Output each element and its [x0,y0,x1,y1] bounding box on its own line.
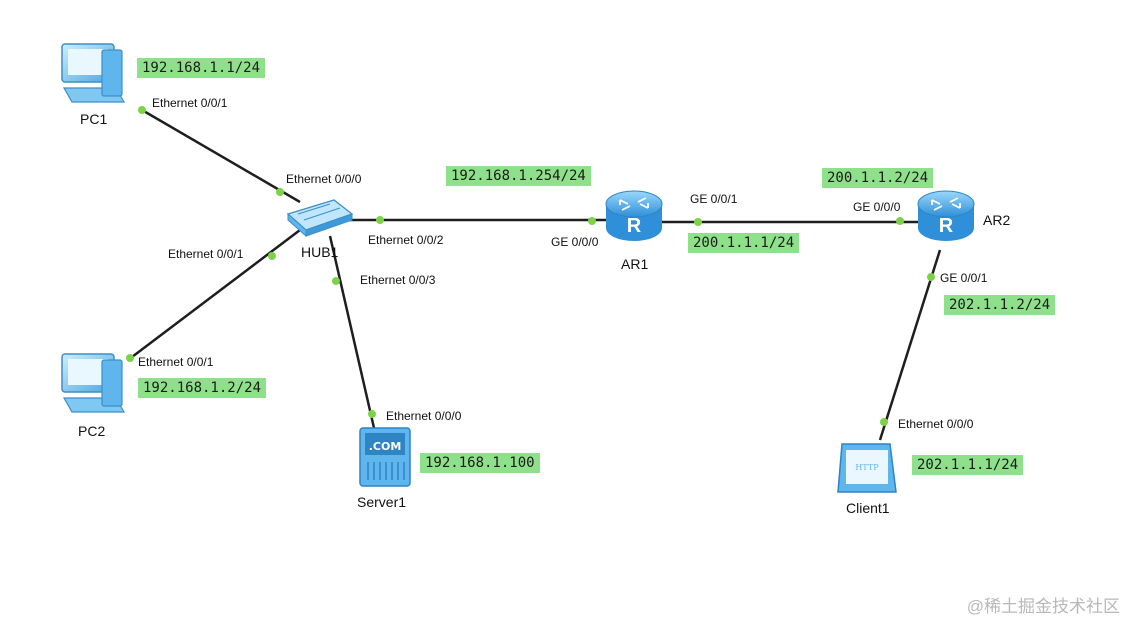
ar1-name-label: AR1 [621,256,649,272]
ar2-port-g000-label: GE 0/0/0 [853,200,901,214]
server1-port-label: Ethernet 0/0/0 [386,409,462,423]
hub1-port-e002-label: Ethernet 0/0/2 [368,233,444,247]
ar1-port-g000-label: GE 0/0/0 [551,235,599,249]
server-screen-text: .COM [369,440,402,453]
link-pc2-hub1[interactable] [127,229,301,361]
ar2-g001-ip-label: 202.1.1.2/24 [944,295,1056,315]
server1-ip-label: 192.168.1.100 [420,453,540,473]
client-screen-text: HTTP [855,463,879,472]
client-icon[interactable]: HTTP [837,443,897,493]
client1-name-label: Client1 [846,500,890,516]
port-dot-pc1 [138,106,146,114]
port-dot-pc2 [126,354,134,362]
port-dot-client1 [880,418,888,426]
port-dot-hub1-e003 [332,277,340,285]
link-pc1-hub1[interactable] [141,108,301,204]
hub1-port-e000-label: Ethernet 0/0/0 [286,172,362,186]
ar2-router-icon[interactable]: R [917,190,975,241]
port-dot-ar1-g001 [694,218,702,226]
ar1-port-g001-label: GE 0/0/1 [690,192,738,206]
ar2-port-g001-label: GE 0/0/1 [940,271,988,285]
watermark: @稀土掘金技术社区 [966,597,1120,616]
port-dot-hub1-e000 [276,188,284,196]
port-dot-server1 [368,410,376,418]
pc2-ip-label: 192.168.1.2/24 [138,378,267,398]
server-icon[interactable]: .COM [359,427,411,487]
hub1-port-e003-label: Ethernet 0/0/3 [360,273,436,287]
pc1-icon[interactable] [61,43,126,103]
hub1-port-e001-label: Ethernet 0/0/1 [168,247,244,261]
client1-ip-label: 202.1.1.1/24 [912,455,1024,475]
pc2-port-label: Ethernet 0/0/1 [138,355,214,369]
link-ar2-client1[interactable] [878,249,942,441]
svg-text:R: R [939,215,954,237]
pc1-port-label: Ethernet 0/0/1 [152,96,228,110]
ar1-g000-ip-label: 192.168.1.254/24 [446,166,591,186]
svg-text:R: R [627,215,642,237]
server1-name-label: Server1 [357,494,407,510]
ar1-router-icon[interactable]: R [605,190,663,241]
port-dot-hub1-e002 [376,216,384,224]
pc2-icon[interactable] [61,353,126,413]
port-dot-ar1-g000 [588,217,596,225]
link-hub1-server1[interactable] [328,235,376,429]
pc2-name-label: PC2 [78,423,106,439]
ar1-g001-ip-label: 200.1.1.1/24 [688,233,800,253]
port-dot-hub1-e001 [268,252,276,260]
port-dot-ar2-g000 [896,217,904,225]
ar2-name-label: AR2 [983,212,1011,228]
client1-port-label: Ethernet 0/0/0 [898,417,974,431]
ar2-g000-ip-label: 200.1.1.2/24 [822,168,934,188]
pc1-ip-label: 192.168.1.1/24 [137,58,266,78]
port-dot-ar2-g001 [927,273,935,281]
hub-icon[interactable] [286,199,354,238]
hub1-name-label: HUB1 [301,244,339,260]
pc1-name-label: PC1 [80,111,108,127]
